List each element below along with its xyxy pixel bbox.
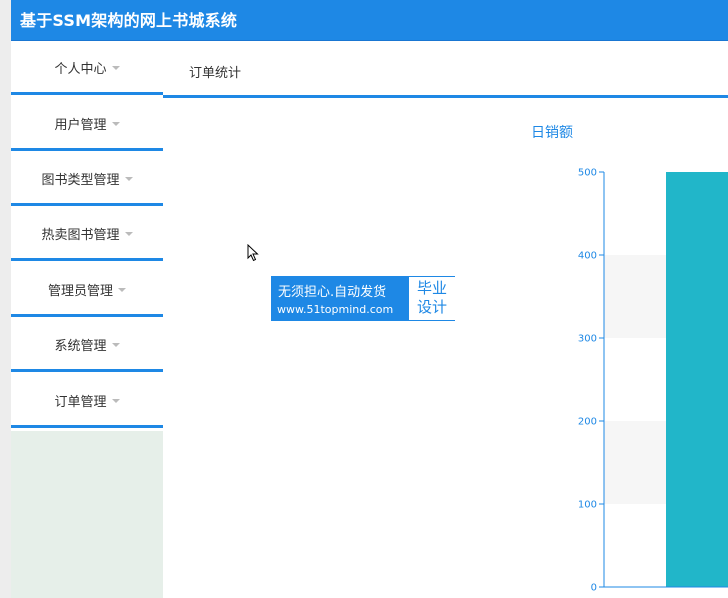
watermark-url: www.51topmind.com <box>277 303 394 316</box>
daily-sales-chart: 0 100 200 300 400 500 <box>578 168 728 594</box>
y-tick-label: 300 <box>578 334 597 345</box>
watermark-badge-top: 毕业 <box>416 279 447 297</box>
sidebar: 个人中心 用户管理 图书类型管理 热卖图书管理 管理员管理 系统管理 订单管理 <box>11 41 163 598</box>
sidebar-item-label: 用户管理 <box>54 118 107 133</box>
chart-bars <box>666 172 728 587</box>
sidebar-item-user-management[interactable]: 用户管理 <box>11 99 163 151</box>
y-tick-label: 200 <box>578 417 597 428</box>
caret-down-icon <box>111 65 120 70</box>
chart-title: 日销额 <box>531 125 573 141</box>
app-title: 基于SSM架构的网上书城系统 <box>20 11 238 30</box>
left-window-strip <box>0 0 11 598</box>
watermark-banner: 无须担心.自动发货 www.51topmind.com 毕业 设计 <box>271 276 455 321</box>
sidebar-empty-area <box>11 431 163 598</box>
sidebar-item-label: 图书类型管理 <box>41 173 120 188</box>
sidebar-item-admin-management[interactable]: 管理员管理 <box>11 265 163 317</box>
y-tick-label: 500 <box>578 168 597 179</box>
sidebar-item-book-type-management[interactable]: 图书类型管理 <box>11 154 163 206</box>
mouse-pointer-icon <box>247 244 259 262</box>
tab-order-statistics[interactable]: 订单统计 <box>189 66 242 81</box>
sidebar-item-label: 热卖图书管理 <box>41 228 120 243</box>
sidebar-item-order-management[interactable]: 订单管理 <box>11 376 163 428</box>
sidebar-item-label: 系统管理 <box>54 339 107 354</box>
sidebar-item-label: 个人中心 <box>54 62 107 77</box>
caret-down-icon <box>118 287 126 292</box>
sidebar-item-personal-center[interactable]: 个人中心 <box>11 43 163 95</box>
caret-down-icon <box>124 231 133 236</box>
y-tick-label: 100 <box>578 500 597 511</box>
caret-down-icon <box>111 121 120 126</box>
caret-down-icon <box>111 398 120 403</box>
y-tick-label: 0 <box>591 583 597 594</box>
watermark-left: 无须担心.自动发货 www.51topmind.com <box>272 277 409 320</box>
caret-down-icon <box>124 176 133 181</box>
watermark-slogan: 无须担心.自动发货 <box>278 285 387 300</box>
sidebar-item-hot-book-management[interactable]: 热卖图书管理 <box>11 209 163 261</box>
sidebar-item-label: 订单管理 <box>54 395 107 410</box>
top-header: 基于SSM架构的网上书城系统 <box>11 0 728 41</box>
chart-bar <box>666 172 728 587</box>
tab-bar: 订单统计 <box>163 41 728 98</box>
header-divider <box>11 40 728 41</box>
y-tick-label: 400 <box>578 251 597 262</box>
sidebar-item-system-management[interactable]: 系统管理 <box>11 320 163 372</box>
watermark-badge-bottom: 设计 <box>416 298 447 316</box>
chart-y-axis: 0 100 200 300 400 500 <box>578 168 728 594</box>
caret-down-icon <box>111 342 120 347</box>
sidebar-item-label: 管理员管理 <box>47 284 113 299</box>
watermark-badge: 毕业 设计 <box>409 277 455 320</box>
